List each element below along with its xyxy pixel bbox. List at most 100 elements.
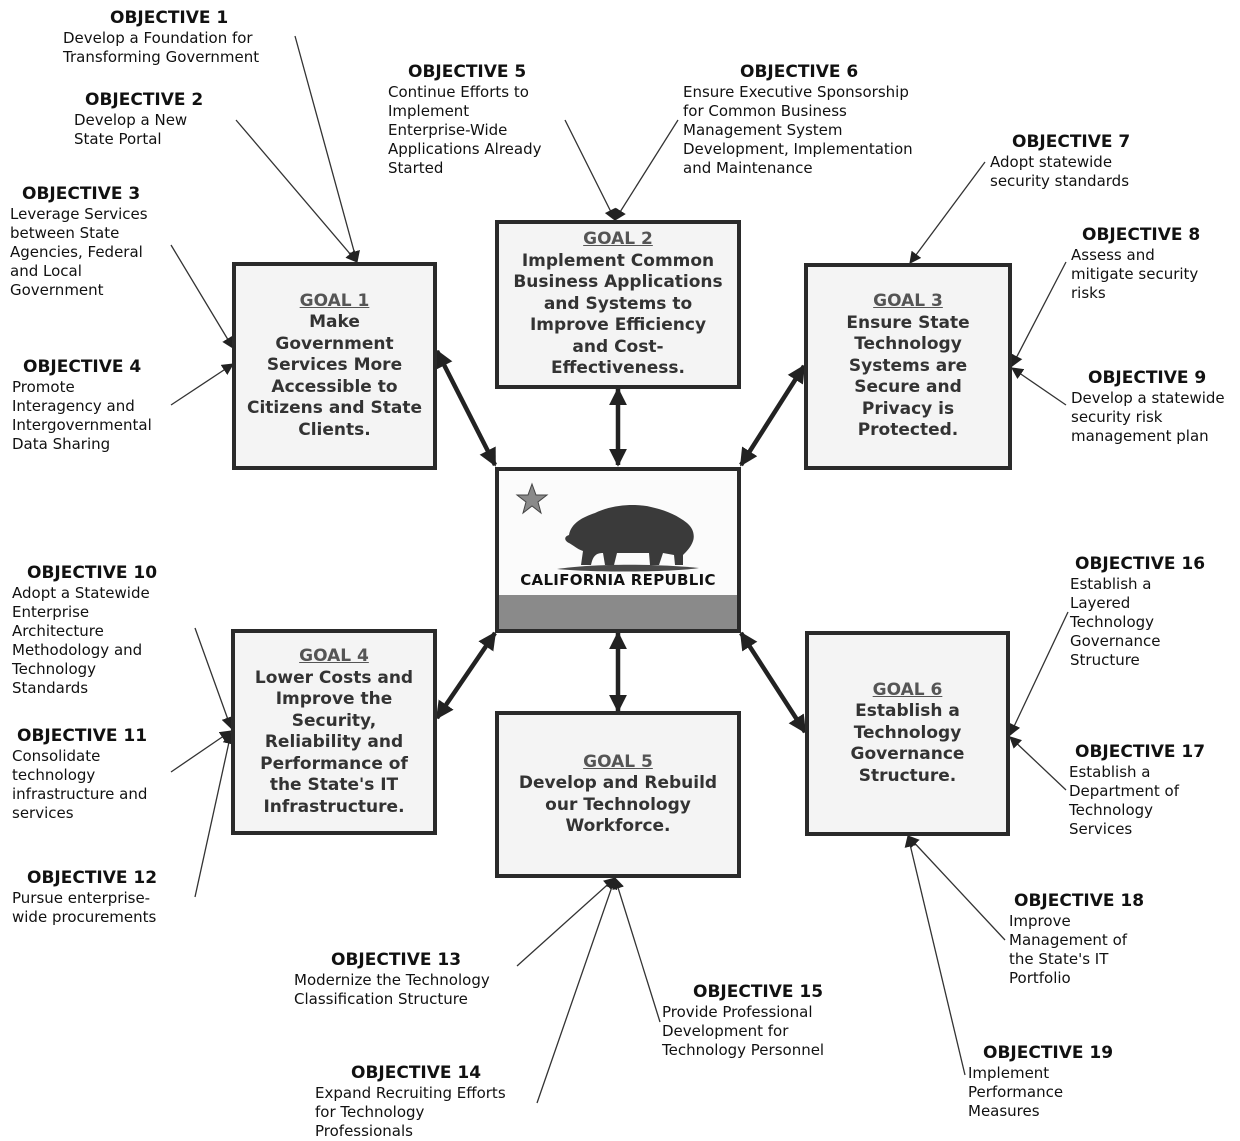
goal-3-heading: GOAL 3	[873, 291, 943, 312]
objective-3: OBJECTIVE 3 Leverage Services between St…	[10, 184, 148, 300]
goal-3-box: GOAL 3 Ensure State Technology Systems a…	[804, 263, 1012, 470]
objective-5-title: OBJECTIVE 5	[408, 62, 527, 82]
flag-stripe	[499, 595, 737, 629]
objective-17-title: OBJECTIVE 17	[1075, 742, 1206, 762]
objective-8-text: Assess and mitigate security risks	[1071, 246, 1199, 302]
objective-11-text: Consolidate technology infrastructure an…	[12, 747, 148, 822]
objective-14-connector	[536, 876, 618, 1104]
objective-6: OBJECTIVE 6 Ensure Executive Sponsorship…	[683, 62, 913, 178]
goal-6-link-arrow	[739, 631, 807, 734]
objective-1-text: Develop a Foundation for Transforming Go…	[63, 29, 260, 66]
goal-6-text: Establish a Technology Governance Struct…	[850, 701, 965, 786]
objective-9: OBJECTIVE 9 Develop a statewide security…	[1071, 368, 1225, 446]
objective-6-connector	[614, 119, 679, 222]
objective-15-title: OBJECTIVE 15	[693, 982, 824, 1002]
goal-1-box: GOAL 1 Make Government Services More Acc…	[232, 262, 437, 470]
objective-19-title: OBJECTIVE 19	[983, 1043, 1114, 1063]
objective-12: OBJECTIVE 12 Pursue enterprise- wide pro…	[12, 868, 157, 927]
objective-19-connector	[904, 834, 966, 1076]
goal-5-heading: GOAL 5	[583, 751, 653, 772]
objective-17-text: Establish a Department of Technology Ser…	[1069, 763, 1179, 838]
objective-19: OBJECTIVE 19 Implement Performance Measu…	[968, 1043, 1113, 1121]
objective-6-title: OBJECTIVE 6	[740, 62, 859, 82]
goal-3-link-arrow	[739, 364, 806, 467]
goal-4-heading: GOAL 4	[299, 646, 369, 666]
objective-5: OBJECTIVE 5 Continue Efforts to Implemen…	[388, 62, 541, 178]
goal-4-box: GOAL 4 Lower Costs and Improve the Secur…	[231, 629, 437, 835]
bear-icon	[515, 482, 699, 572]
objective-16-text: Establish a Layered Technology Governanc…	[1070, 575, 1161, 669]
goal-5-box: GOAL 5 Develop and Rebuild our Technolog…	[495, 711, 741, 878]
objective-3-text: Leverage Services between State Agencies…	[10, 205, 148, 299]
objective-17-connector	[1009, 736, 1067, 791]
objective-10-title: OBJECTIVE 10	[27, 563, 158, 583]
objective-18-text: Improve Management of the State's IT Por…	[1009, 912, 1128, 987]
objective-10-text: Adopt a Statewide Enterprise Architectur…	[12, 584, 150, 697]
objective-16: OBJECTIVE 16 Establish a Layered Technol…	[1070, 554, 1205, 670]
goal-6-box: GOAL 6 Establish a Technology Governance…	[805, 631, 1010, 836]
objective-14-text: Expand Recruiting Efforts for Technology…	[315, 1084, 506, 1140]
objective-18-title: OBJECTIVE 18	[1014, 891, 1145, 911]
goal-1-heading: GOAL 1	[299, 290, 370, 311]
objective-7-title: OBJECTIVE 7	[1012, 132, 1131, 152]
objective-8-title: OBJECTIVE 8	[1082, 225, 1201, 245]
objective-1-connector	[294, 35, 360, 264]
objective-3-title: OBJECTIVE 3	[22, 184, 141, 204]
goal-1-link-arrow	[434, 349, 498, 467]
objective-18: OBJECTIVE 18 Improve Management of the S…	[1009, 891, 1144, 988]
objective-16-title: OBJECTIVE 16	[1075, 554, 1206, 574]
objective-12-connector	[194, 731, 235, 898]
flag-caption: CALIFORNIA REPUBLIC	[520, 571, 716, 589]
objective-15-text: Provide Professional Development for Tec…	[662, 1003, 825, 1059]
goal-6-heading: GOAL 6	[872, 679, 943, 700]
objective-9-text: Develop a statewide security risk manage…	[1071, 389, 1225, 445]
objective-1: OBJECTIVE 1 Develop a Foundation for Tra…	[63, 8, 259, 67]
goal-5-text: Develop and Rebuild our Technology Workf…	[518, 773, 718, 836]
objective-2-text: Develop a New State Portal	[74, 111, 188, 148]
objective-2: OBJECTIVE 2 Develop a New State Portal	[74, 90, 203, 149]
objective-13-text: Modernize the Technology Classification …	[294, 971, 490, 1008]
objective-1-title: OBJECTIVE 1	[110, 8, 229, 28]
objective-14: OBJECTIVE 14 Expand Recruiting Efforts f…	[315, 1063, 506, 1141]
objective-10-connector	[194, 627, 233, 730]
objective-16-connector	[1009, 611, 1069, 737]
goal-2-box: GOAL 2 Implement Common Business Applica…	[495, 220, 741, 389]
objective-11: OBJECTIVE 11 Consolidate technology infr…	[12, 726, 147, 823]
objective-4-title: OBJECTIVE 4	[23, 357, 142, 377]
objective-7-text: Adopt statewide security standards	[990, 153, 1130, 190]
objective-4: OBJECTIVE 4 Promote Interagency and Inte…	[12, 357, 152, 454]
objective-12-title: OBJECTIVE 12	[27, 868, 158, 888]
objective-13-connector	[516, 877, 616, 967]
objective-14-title: OBJECTIVE 14	[351, 1063, 482, 1083]
goal-4-link-arrow	[435, 631, 497, 720]
objective-5-connector	[564, 119, 616, 222]
objective-17: OBJECTIVE 17 Establish a Department of T…	[1069, 742, 1205, 839]
goal-2-text: Implement Common Business Applications a…	[513, 250, 723, 379]
objective-4-connector	[170, 363, 235, 406]
objective-8-connector	[1011, 261, 1067, 368]
objective-12-text: Pursue enterprise- wide procurements	[12, 889, 157, 926]
objective-19-text: Implement Performance Measures	[968, 1064, 1064, 1120]
objective-2-title: OBJECTIVE 2	[85, 90, 204, 110]
objective-13-title: OBJECTIVE 13	[331, 950, 462, 970]
objective-11-connector	[170, 730, 232, 773]
objective-9-connector	[1011, 367, 1067, 406]
objective-7: OBJECTIVE 7 Adopt statewide security sta…	[990, 132, 1130, 191]
objective-15-connector	[612, 876, 661, 1023]
star-icon	[515, 482, 549, 515]
objective-6-text: Ensure Executive Sponsorship for Common …	[683, 83, 913, 177]
objective-15: OBJECTIVE 15 Provide Professional Develo…	[662, 982, 824, 1060]
goal-1-text: Make Government Services More Accessible…	[247, 312, 422, 440]
objective-5-text: Continue Efforts to Implement Enterprise…	[388, 83, 542, 177]
objective-2-connector	[235, 119, 358, 263]
objective-11-title: OBJECTIVE 11	[17, 726, 148, 746]
objective-9-title: OBJECTIVE 9	[1088, 368, 1207, 388]
objective-3-connector	[170, 244, 234, 350]
objective-18-connector	[907, 835, 1006, 941]
goal-4-text: Lower Costs and Improve the Security, Re…	[254, 667, 414, 817]
objective-7-connector	[909, 161, 986, 264]
goal-3-text: Ensure State Technology Systems are Secu…	[846, 312, 970, 441]
goal-2-heading: GOAL 2	[583, 229, 653, 250]
california-flag: CALIFORNIA REPUBLIC	[495, 467, 741, 633]
